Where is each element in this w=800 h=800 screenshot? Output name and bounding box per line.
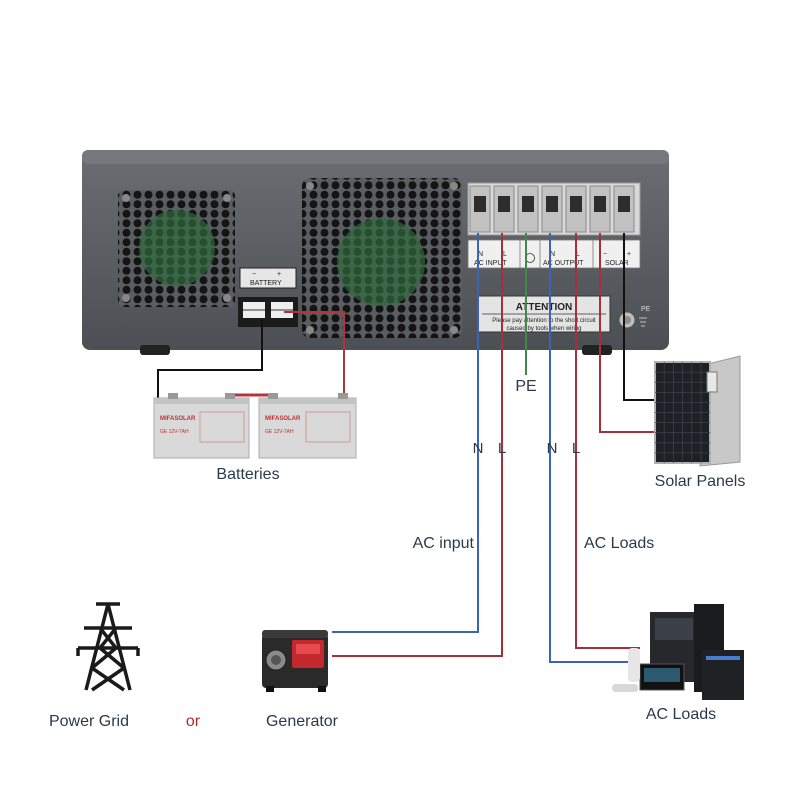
ac-input-neutral-wire [332, 233, 479, 633]
battery-1-model: GE 12V-7AH [160, 429, 189, 435]
ac-loads-l-label: L [572, 440, 580, 457]
ac-output-live-wire [575, 233, 640, 649]
battery-label: BATTERY [250, 280, 282, 287]
ac-input-label: AC INPUT [474, 260, 507, 267]
generator-label: Generator [266, 713, 339, 730]
ac-input-live-wire [332, 233, 503, 657]
attention-title: ATTENTION [516, 302, 572, 313]
ac-input-n-label: N [473, 440, 484, 457]
ac-output-label: AC OUTPUT [543, 260, 584, 267]
left-fan [118, 190, 235, 307]
labels: PE N L N L AC input AC Loads Power Grid … [49, 378, 716, 730]
battery-2-model: GE 12V-7AH [265, 429, 294, 435]
battery-minus-label: − [252, 271, 256, 278]
ac-input-l-label: L [498, 440, 506, 457]
ac-loads-wire-label: AC Loads [584, 535, 654, 552]
ac-loads-label: AC Loads [646, 706, 716, 723]
terminal-screw [522, 196, 534, 212]
inverter: − + BATTERY N L AC INPUT N L AC OUTPUT − [82, 150, 669, 355]
attention-line1: Please pay attention to the short circui… [492, 318, 596, 324]
ac-loads-icon [612, 604, 744, 700]
ac-loads-n-label: N [547, 440, 558, 457]
terminal-screw [498, 196, 510, 212]
ac-output-neutral-wire [549, 233, 640, 663]
attention-line2: caused by tools when wiring [506, 326, 581, 332]
solar-panel: Solar Panels [654, 355, 746, 490]
battery-negative-wire [157, 320, 263, 400]
power-grid-label: Power Grid [49, 713, 129, 730]
power-grid-tower-icon [76, 602, 140, 692]
terminal-screw [618, 196, 630, 212]
or-label: or [186, 713, 201, 730]
battery-1-brand: MIFASOLAR [160, 416, 196, 422]
ac-input-l: L [503, 251, 507, 258]
right-fan [302, 178, 462, 338]
pe-screw-label: PE [641, 306, 651, 313]
ac-output-l: L [576, 251, 580, 258]
solar-positive-wire [599, 233, 656, 433]
solar-plus: + [627, 251, 631, 258]
batteries-caption: Batteries [216, 466, 279, 483]
battery-2: MIFASOLAR GE 12V-7AH [258, 393, 357, 459]
batteries: MIFASOLAR GE 12V-7AH MIFASOLAR GE 12V-7A… [153, 393, 357, 483]
battery-1: MIFASOLAR GE 12V-7AH [153, 393, 250, 459]
terminal-block: N L AC INPUT N L AC OUTPUT − + SOLAR [467, 182, 641, 269]
battery-terminal: − + BATTERY [238, 267, 298, 327]
ac-output-n: N [550, 251, 555, 258]
terminal-screw [570, 196, 582, 212]
battery-plus-label: + [277, 271, 281, 278]
solar-label: SOLAR [605, 260, 629, 267]
terminal-screw [474, 196, 486, 212]
pe-label: PE [515, 378, 536, 395]
generator-icon [262, 630, 328, 692]
solar-panels-label: Solar Panels [655, 473, 746, 490]
solar-minus: − [603, 251, 607, 258]
battery-2-brand: MIFASOLAR [265, 416, 301, 422]
solar-negative-wire [623, 233, 656, 401]
attention-sticker: ATTENTION Please pay attention to the sh… [477, 295, 611, 333]
terminal-screw [594, 196, 606, 212]
terminal-screw [546, 196, 558, 212]
ac-input-label: AC input [413, 535, 475, 552]
battery-positive-wire [284, 311, 345, 400]
ac-input-n: N [478, 251, 483, 258]
wires [157, 233, 656, 663]
